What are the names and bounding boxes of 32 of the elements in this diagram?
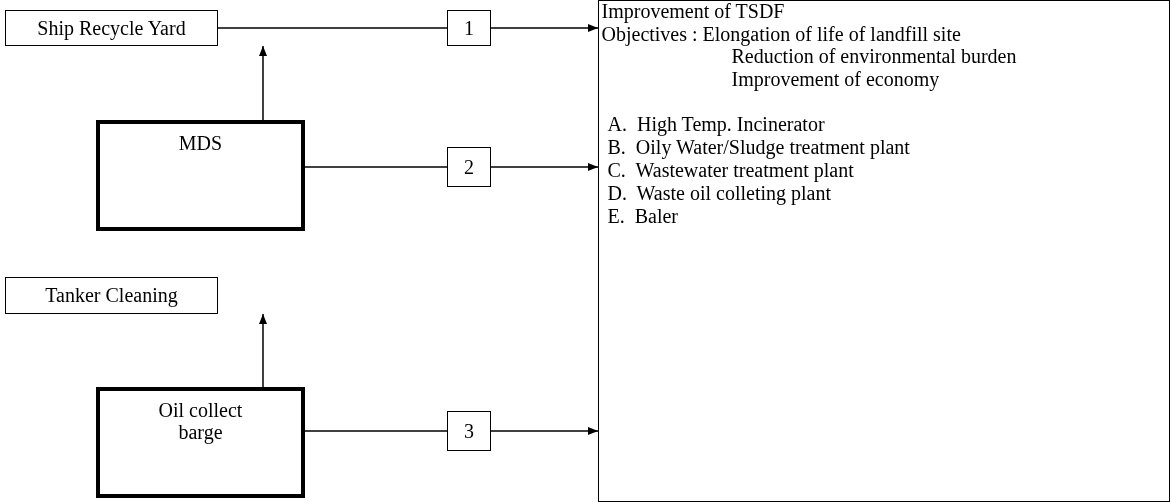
number-label: 1	[463, 16, 475, 39]
list-item: B. Oily Water/Sludge treatment plant	[607, 136, 910, 158]
connector-line	[304, 430, 448, 432]
arrow	[490, 163, 599, 171]
heading-text: Improvement of TSDF	[601, 0, 785, 22]
number-box	[447, 10, 491, 46]
arrow	[490, 427, 599, 435]
arrow	[259, 313, 267, 388]
objective-text: Reduction of environmental burden	[731, 45, 1017, 67]
objective-text: Objectives : Elongation of life of landfill site	[601, 23, 961, 45]
box-label: Ship Recycle Yard	[36, 16, 187, 39]
process-box	[96, 387, 305, 498]
arrow	[259, 45, 267, 121]
process-box	[598, 0, 1170, 502]
objective-text: Improvement of economy	[731, 68, 940, 90]
number-label: 2	[463, 155, 475, 178]
list-item: E. Baler	[607, 205, 679, 227]
process-box	[5, 277, 218, 314]
list-item: A. High Temp. Incinerator	[607, 113, 825, 135]
connector-line	[304, 166, 448, 168]
number-box	[447, 147, 491, 187]
process-box	[5, 10, 218, 46]
box-label: Oil collect barge	[157, 399, 244, 443]
box-label: Tanker Cleaning	[44, 284, 179, 306]
number-label: 3	[463, 419, 475, 442]
arrow	[490, 24, 599, 32]
box-label: MDS	[177, 132, 224, 154]
list-item: C. Wastewater treatment plant	[607, 159, 854, 181]
connector-line	[217, 27, 448, 29]
process-box	[96, 120, 305, 231]
list-item: D. Waste oil colleting plant	[607, 182, 832, 204]
number-box	[447, 411, 491, 451]
